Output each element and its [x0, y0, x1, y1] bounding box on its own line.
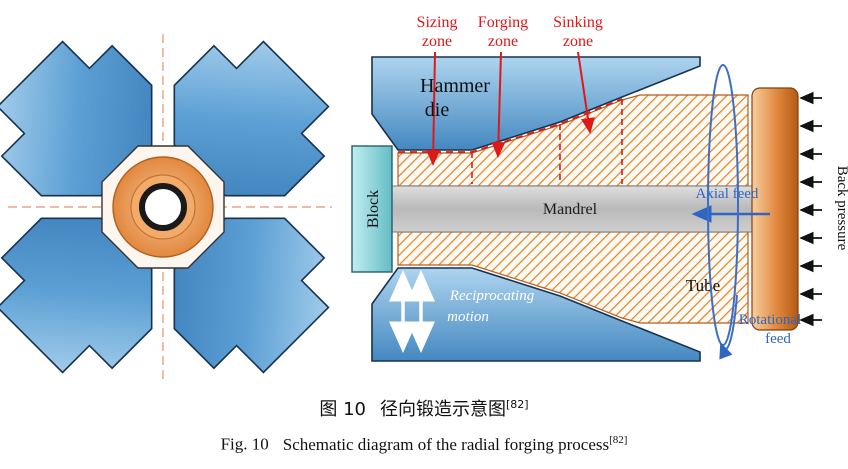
hammer-die-bottom [371, 267, 701, 362]
caption-zh-text: 径向锻造示意图 [380, 399, 507, 420]
forging-zone-label: Forging [478, 14, 528, 31]
back-pressure-arrows [799, 91, 822, 327]
cross-section-view [0, 18, 352, 388]
rotational-feed-label-line1: Rotational [739, 312, 802, 328]
rotational-feed-arrowhead [719, 294, 738, 360]
sinking-zone-label-line2: zone [563, 33, 593, 50]
sizing-zone-label-line2: zone [422, 33, 452, 50]
forging-zone-label-line2: zone [488, 33, 518, 50]
mandrel-bore [139, 183, 187, 231]
mandrel-label: Mandrel [543, 201, 598, 218]
sinking-zone-arrow [577, 51, 595, 134]
tube-cross-section [101, 145, 225, 269]
hammer-die-top [371, 56, 701, 151]
caption-english: Fig. 10 Schematic diagram of the radial f… [0, 425, 848, 460]
hammer-die-label-line2: die [425, 99, 450, 121]
caption-en-text: Schematic diagram of the radial forging … [282, 434, 610, 454]
caption-zh-number: 图 10 [319, 399, 367, 420]
axial-feed-label: Axial feed [696, 186, 759, 202]
tube-lower-wall [397, 231, 749, 324]
longitudinal-view: Sizing zone Forging zone Sinking zone Ha… [351, 14, 848, 362]
reciprocating-label-line2: motion [447, 309, 489, 325]
rotational-feed-label-line2: feed [765, 331, 791, 347]
caption-zh-reference: [82] [506, 398, 529, 411]
block-label: Block [365, 190, 382, 228]
back-pressure-label: Back pressure [834, 166, 848, 251]
back-pressure-plate [751, 87, 799, 331]
sizing-zone-label: Sizing [417, 14, 458, 31]
caption-en-reference: [82] [609, 434, 628, 446]
sizing-zone-arrow [426, 51, 441, 166]
block [351, 145, 393, 273]
diagram-canvas: Sizing zone Forging zone Sinking zone Ha… [0, 14, 848, 388]
tube-label: Tube [686, 276, 720, 295]
caption-chinese: 图 10 径向锻造示意图[82] [0, 390, 848, 425]
sinking-zone-label: Sinking [553, 14, 603, 31]
hammer-die-label-line1: Hammer [420, 75, 490, 97]
reciprocating-label-line1: Reciprocating [449, 288, 535, 304]
caption-en-number: Fig. 10 [220, 434, 269, 454]
forging-zone-arrow [491, 51, 506, 158]
